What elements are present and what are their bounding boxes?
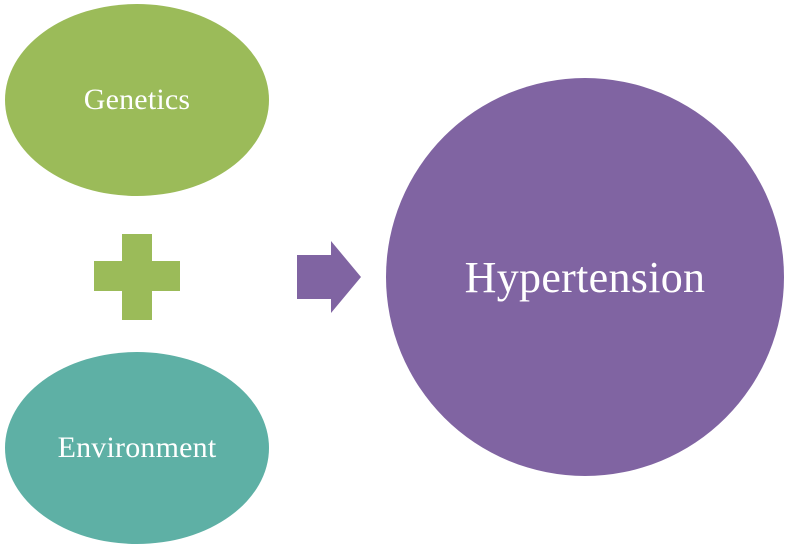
genetics-node: Genetics bbox=[5, 4, 269, 196]
hypertension-node: Hypertension bbox=[386, 78, 784, 476]
genetics-label: Genetics bbox=[83, 83, 191, 116]
plus-icon bbox=[94, 234, 180, 320]
plus-vertical-bar bbox=[122, 234, 152, 320]
environment-label: Environment bbox=[57, 431, 217, 464]
arrow-right-icon bbox=[297, 241, 361, 313]
environment-node: Environment bbox=[5, 352, 269, 544]
hypertension-label: Hypertension bbox=[464, 252, 706, 302]
arrow-shape bbox=[297, 241, 361, 313]
